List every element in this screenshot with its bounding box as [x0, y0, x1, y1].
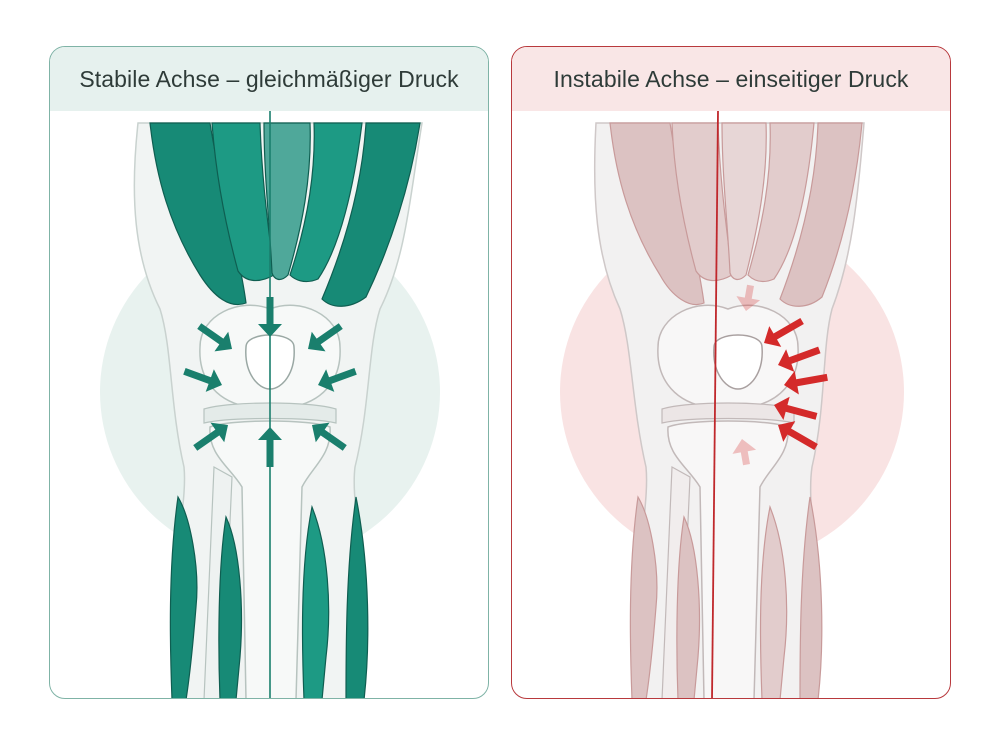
thigh-muscles — [149, 122, 421, 307]
pressure-arrows — [183, 297, 357, 467]
pressure-arrow-icon — [778, 421, 818, 451]
tibia-bone — [667, 420, 789, 698]
pressure-arrow-icon — [197, 323, 232, 352]
pressure-arrow-icon — [258, 427, 282, 467]
calf-muscles — [629, 495, 823, 698]
pressure-arrow-icon — [193, 422, 228, 451]
pressure-arrow-icon — [784, 370, 828, 395]
panel-title-unstable: Instabile Achse – einseitiger Druck — [512, 47, 950, 111]
calf-muscles — [169, 495, 369, 698]
unstable-knee-illustration — [560, 110, 904, 698]
pressure-arrow-icon — [778, 346, 821, 372]
unstable-axis-panel: Instabile Achse – einseitiger Druck — [511, 46, 951, 699]
pressure-arrow-icon — [183, 368, 222, 392]
pressure-arrow-icon — [312, 422, 347, 451]
panel-title-stable: Stabile Achse – gleichmäßiger Druck — [50, 47, 488, 111]
pressure-arrow-icon — [258, 297, 282, 337]
stable-axis-panel: Stabile Achse – gleichmäßiger Druck — [49, 46, 489, 699]
pressure-arrow-icon — [774, 396, 818, 420]
axis-line — [711, 110, 719, 698]
pressure-arrow-icon — [308, 323, 343, 352]
pressure-arrow-icon — [732, 439, 757, 466]
pressure-arrows — [732, 284, 828, 466]
pressure-arrow-icon — [764, 317, 804, 347]
patella — [713, 334, 763, 390]
stable-knee-illustration — [100, 111, 440, 698]
pressure-arrow-icon — [736, 284, 761, 311]
pressure-arrow-icon — [318, 368, 357, 392]
